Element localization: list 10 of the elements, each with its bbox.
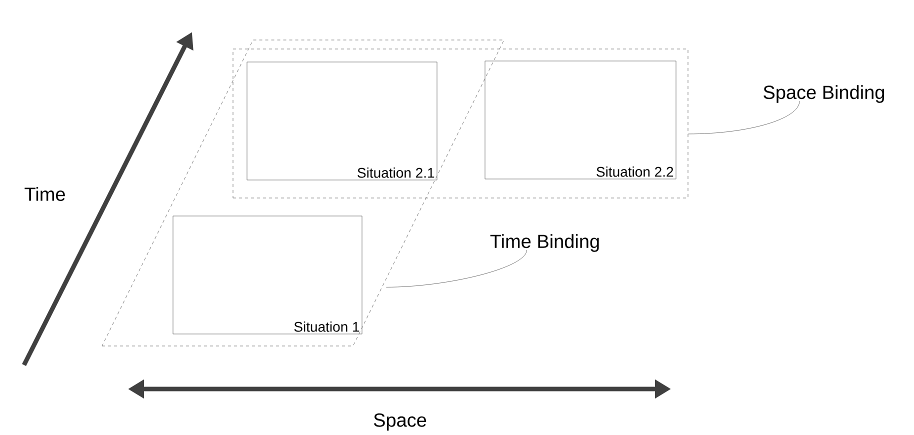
situation-box: Situation 2.1: [246, 62, 438, 180]
situation-box: Situation 2.2: [484, 60, 676, 180]
axis-label: Time: [24, 187, 65, 201]
axis-label: Space: [374, 413, 426, 431]
space-binding-box: [232, 48, 688, 198]
binding-label: Space Binding: [764, 85, 884, 103]
situation-box: Situation 1: [172, 216, 362, 334]
binding-label: Time Binding: [490, 234, 599, 252]
leader-line: [386, 250, 527, 288]
leader-line: [688, 100, 800, 134]
